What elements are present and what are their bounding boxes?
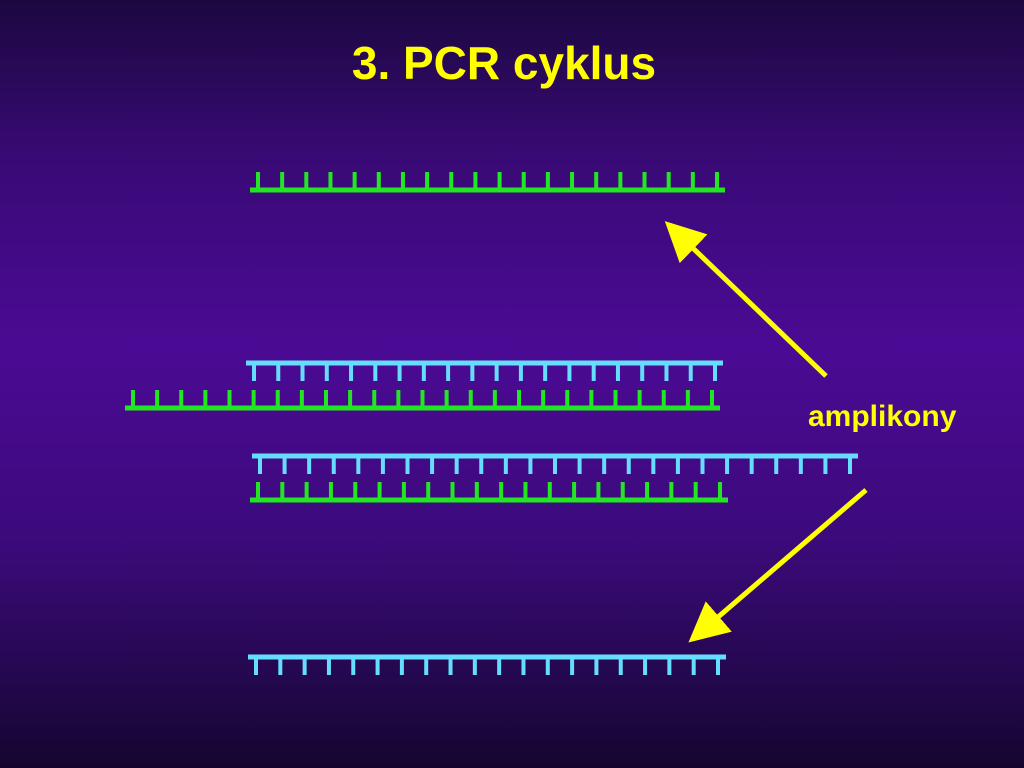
middle-green-strand-1 bbox=[125, 390, 720, 411]
top-green-strand bbox=[250, 172, 725, 193]
middle-cyan-strand-1 bbox=[246, 360, 723, 381]
middle-cyan-strand-2 bbox=[252, 453, 858, 474]
arrows-layer bbox=[664, 221, 868, 643]
bottom-cyan-strand bbox=[248, 654, 726, 675]
middle-green-strand-2 bbox=[250, 482, 728, 503]
amplicon-label: amplikony bbox=[808, 400, 957, 433]
arrow-to-bottom-strand bbox=[688, 488, 868, 643]
slide-title: 3. PCR cyklus bbox=[351, 37, 657, 89]
arrow-to-top-strand bbox=[664, 221, 828, 378]
strands-layer bbox=[125, 172, 858, 675]
